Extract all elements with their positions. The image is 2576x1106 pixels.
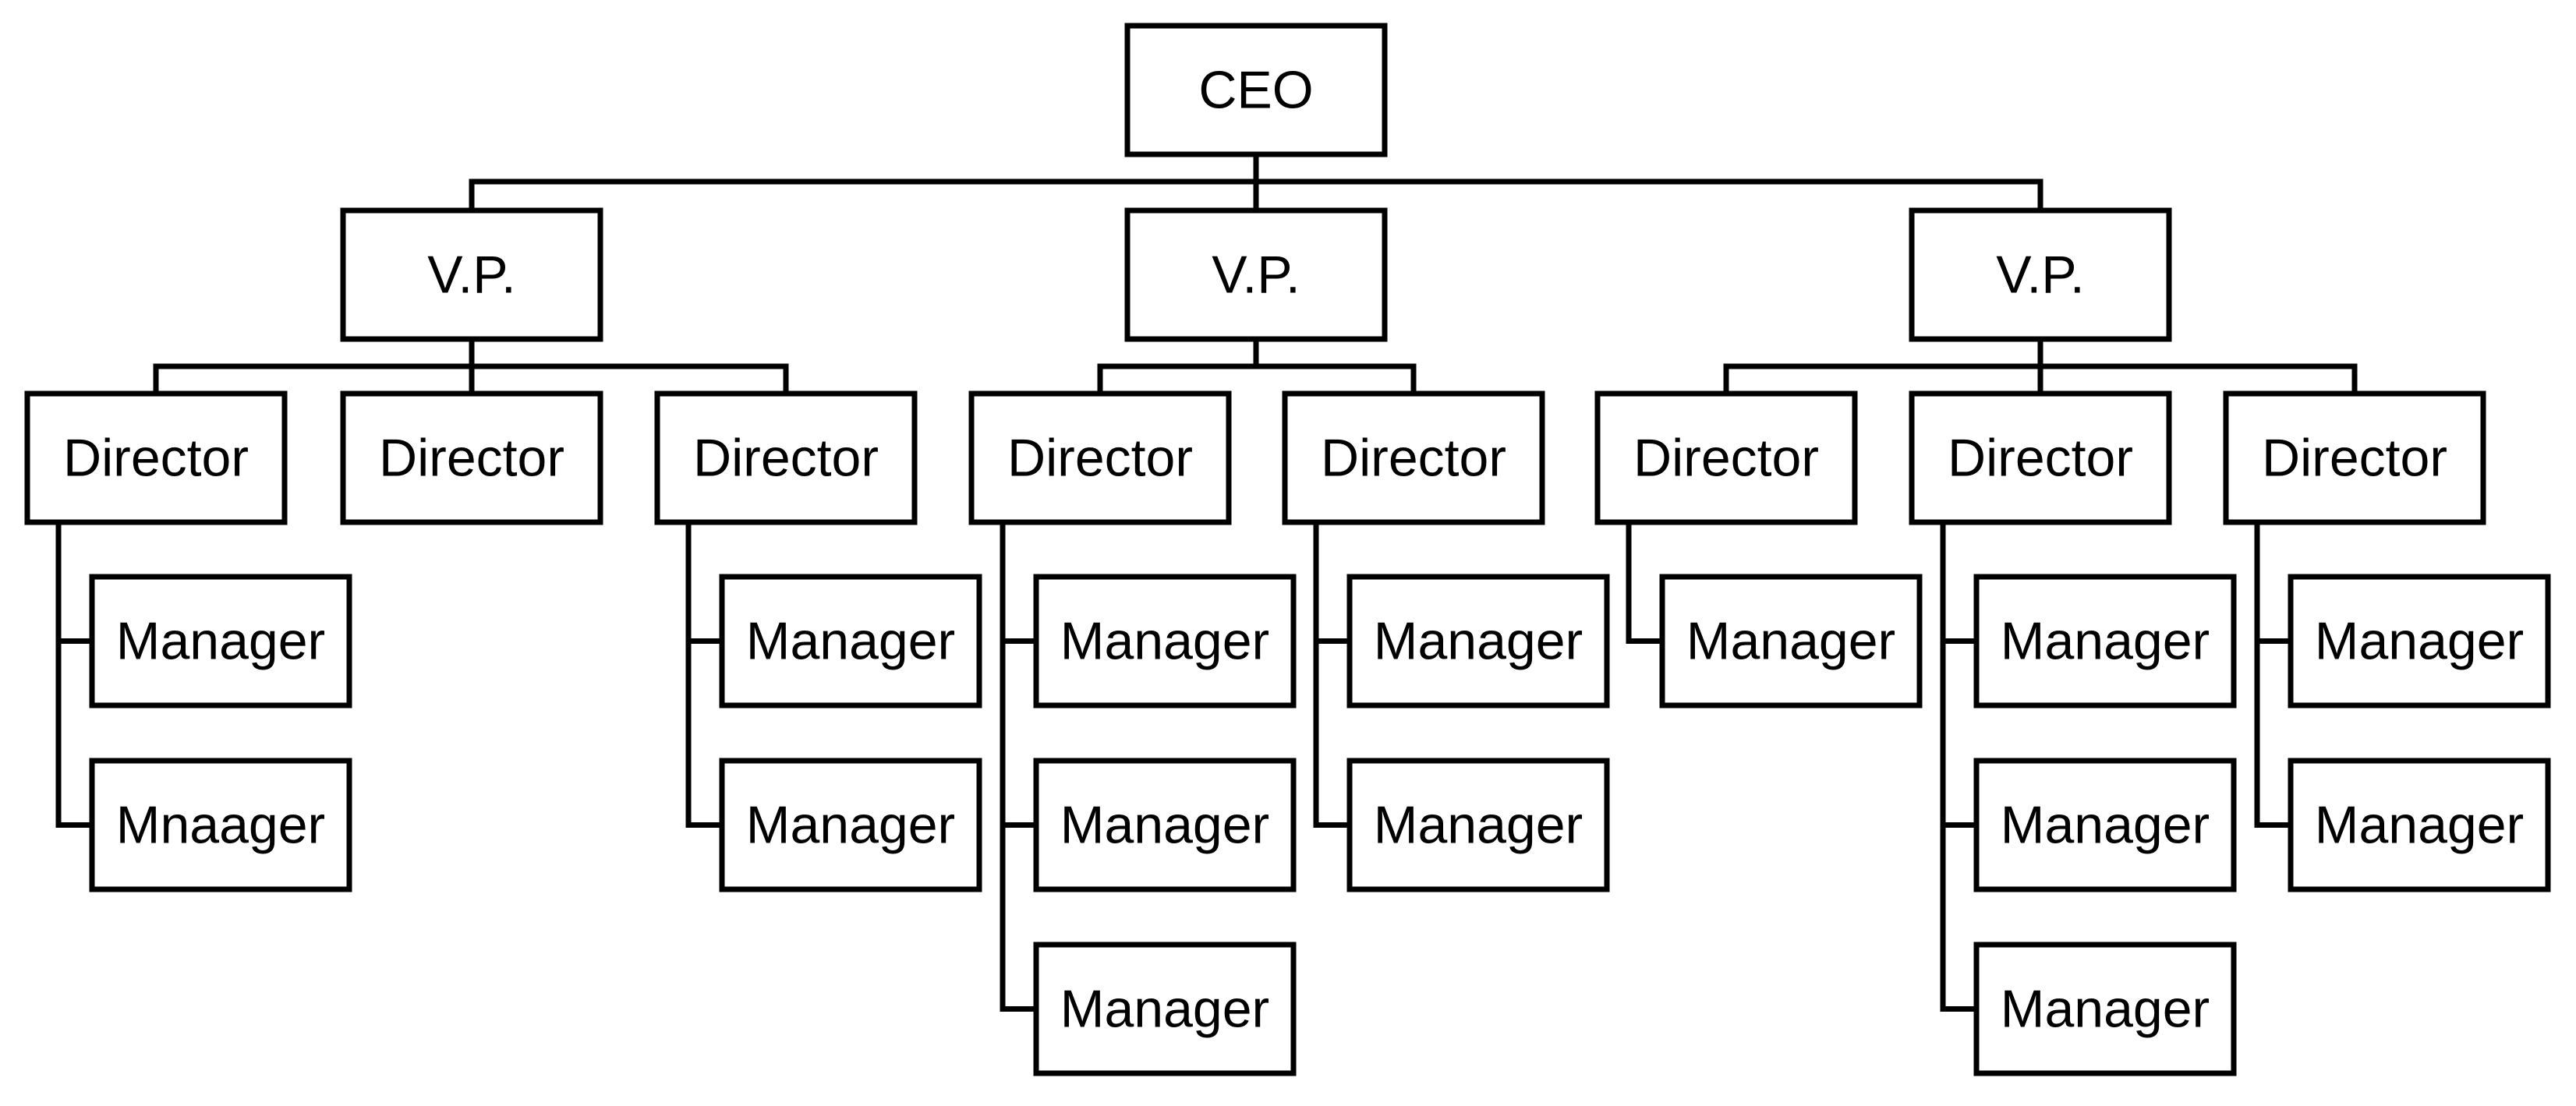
director-box-frame <box>1594 390 1858 525</box>
manager-box-frame <box>1033 574 1297 708</box>
vp-box-frame <box>1124 207 1388 342</box>
manager-box-frame <box>719 758 982 892</box>
director-box: Director <box>340 390 603 525</box>
vp-box-label: V.P. <box>1212 246 1300 305</box>
manager-box-frame <box>1033 758 1297 892</box>
manager-box: Manager <box>1033 942 1297 1076</box>
vp-box: V.P. <box>1909 207 2172 342</box>
manager-box-label: Manager <box>1060 796 1269 855</box>
manager-box-label: Manager <box>1060 980 1269 1039</box>
director-box-frame <box>1282 390 1545 525</box>
director-box-label: Director <box>1948 429 2133 488</box>
manager-box-frame <box>719 574 982 708</box>
manager-box-frame <box>1973 942 2237 1076</box>
director-box-frame <box>2223 390 2486 525</box>
manager-box-frame <box>89 758 352 892</box>
manager-box: Manager <box>719 758 982 892</box>
director-box-frame <box>1909 390 2172 525</box>
director-box-label: Director <box>379 429 564 488</box>
manager-box: Manager <box>719 574 982 708</box>
vp-box-frame <box>340 207 603 342</box>
director-box-frame <box>24 390 288 525</box>
manager-box-label: Manager <box>2001 796 2210 855</box>
manager-box-label: Manager <box>2001 612 2210 671</box>
manager-box-label: Manager <box>746 796 955 855</box>
director-box-label: Director <box>2262 429 2447 488</box>
vp-box-label: V.P. <box>1996 246 2085 305</box>
director-box: Director <box>968 390 1232 525</box>
director-box-frame <box>968 390 1232 525</box>
director-box-label: Director <box>1007 429 1193 488</box>
ceo-box-frame <box>1124 23 1388 157</box>
ceo-box-label: CEO <box>1198 61 1313 120</box>
manager-box: Manager <box>89 574 352 708</box>
manager-box: Manager <box>1033 574 1297 708</box>
director-box-frame <box>340 390 603 525</box>
vp-box: V.P. <box>340 207 603 342</box>
director-box-frame <box>654 390 918 525</box>
director-box-label: Director <box>1321 429 1506 488</box>
manager-box: Manager <box>2288 574 2551 708</box>
manager-box: Manager <box>1346 758 1610 892</box>
manager-box-label: Manager <box>2315 796 2524 855</box>
manager-box-frame <box>2288 758 2551 892</box>
manager-box-label: Mnaager <box>116 796 325 855</box>
vp-box: V.P. <box>1124 207 1388 342</box>
manager-box: Manager <box>1346 574 1610 708</box>
manager-box: Mnaager <box>89 758 352 892</box>
director-box: Director <box>2223 390 2486 525</box>
manager-box: Manager <box>1033 758 1297 892</box>
manager-box: Manager <box>1973 942 2237 1076</box>
manager-box: Manager <box>1973 758 2237 892</box>
manager-box-label: Manager <box>2001 980 2210 1039</box>
manager-box: Manager <box>1973 574 2237 708</box>
director-box-label: Director <box>1633 429 1819 488</box>
manager-box-frame <box>1033 942 1297 1076</box>
vp-box-frame <box>1909 207 2172 342</box>
manager-box-label: Manager <box>1060 612 1269 671</box>
manager-box-frame <box>89 574 352 708</box>
manager-box-label: Manager <box>116 612 325 671</box>
director-box-label: Director <box>63 429 249 488</box>
manager-box-frame <box>1346 758 1610 892</box>
connector-lines <box>55 151 2358 1012</box>
manager-box-label: Manager <box>1686 612 1895 671</box>
director-box: Director <box>24 390 288 525</box>
ceo-box: CEO <box>1124 23 1388 157</box>
director-box-label: Director <box>693 429 879 488</box>
vp-box-label: V.P. <box>427 246 516 305</box>
director-box: Director <box>654 390 918 525</box>
manager-box-frame <box>1973 574 2237 708</box>
manager-box-label: Manager <box>1374 612 1583 671</box>
manager-box-label: Manager <box>746 612 955 671</box>
manager-box-frame <box>1659 574 1923 708</box>
director-box: Director <box>1594 390 1858 525</box>
manager-box: Manager <box>1659 574 1923 708</box>
manager-box-frame <box>2288 574 2551 708</box>
manager-box-frame <box>1346 574 1610 708</box>
manager-box: Manager <box>2288 758 2551 892</box>
manager-box-label: Manager <box>2315 612 2524 671</box>
manager-box-frame <box>1973 758 2237 892</box>
manager-box-label: Manager <box>1374 796 1583 855</box>
director-box: Director <box>1282 390 1545 525</box>
director-box: Director <box>1909 390 2172 525</box>
